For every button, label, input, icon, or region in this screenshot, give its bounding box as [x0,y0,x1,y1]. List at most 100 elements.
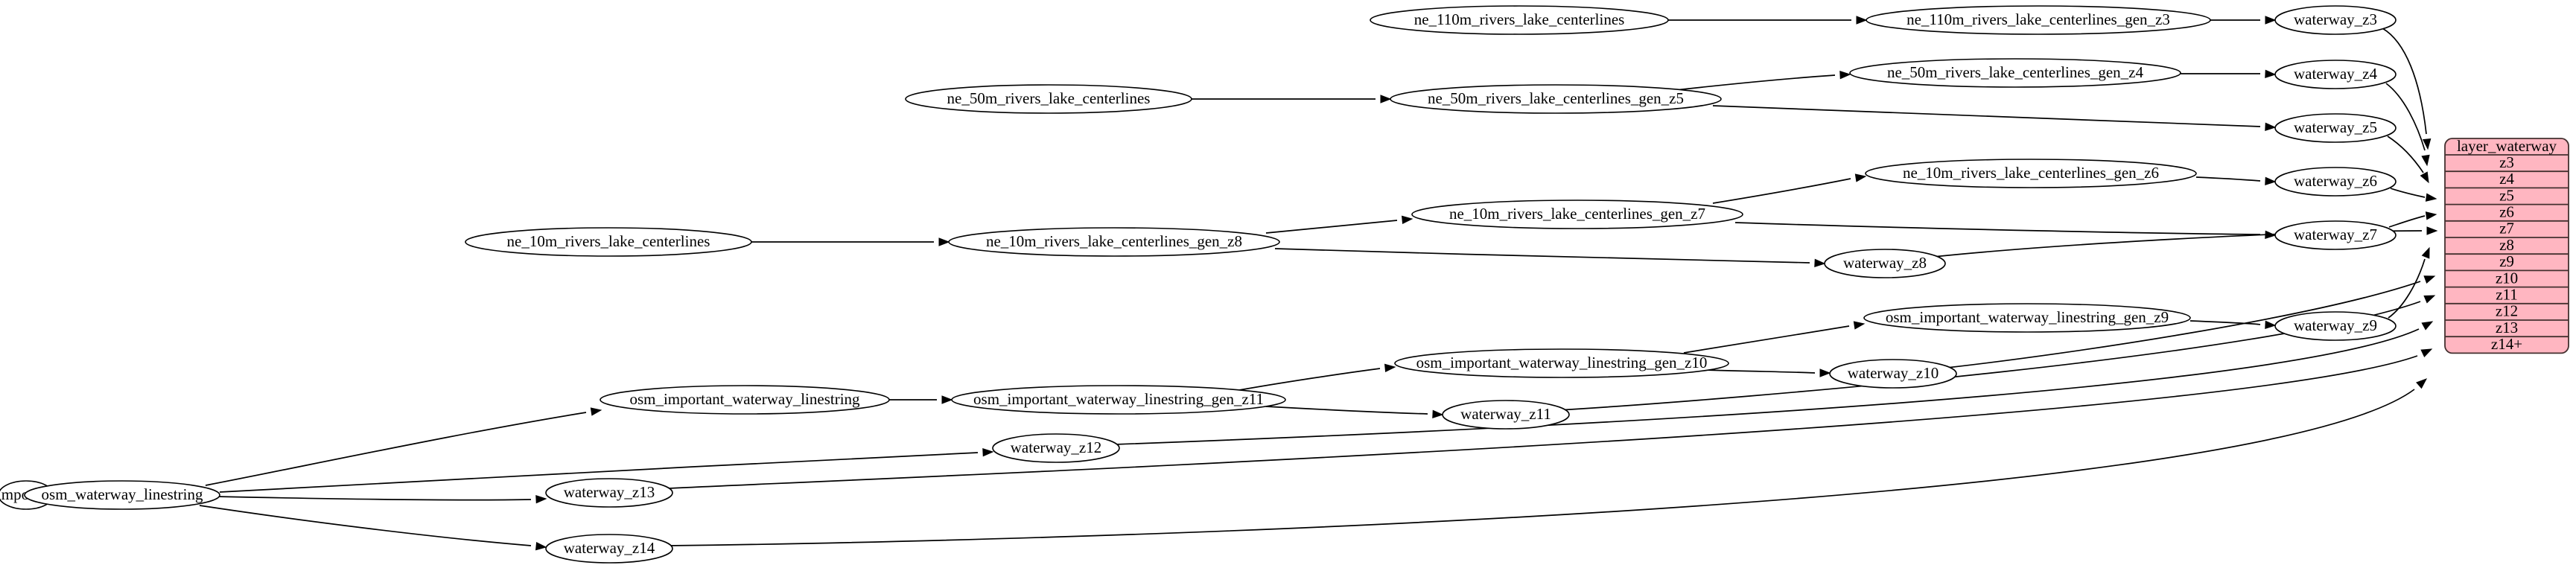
node-label: osm_important_waterway_linestring_gen_z1… [973,390,1264,408]
node-waterway_z3[interactable]: waterway_z3 [2274,5,2397,35]
node-waterway_z9[interactable]: waterway_z9 [2274,311,2397,341]
node-ne50_src[interactable]: ne_50m_rivers_lake_centerlines [905,84,1192,114]
edge-line [205,412,587,486]
node-ne110_src[interactable]: ne_110m_rivers_lake_centerlines [1370,5,1669,35]
edge-waterway_z4-to-row_z4 [2385,83,2430,167]
edge-arrowhead [2265,320,2277,330]
edge-arrowhead [535,494,547,504]
edge-line [1734,222,2261,235]
node-osm_wl[interactable]: osm_waterway_linestring [24,480,220,510]
node-waterway_z5[interactable]: waterway_z5 [2274,113,2397,143]
edge-arrowhead [1401,215,1413,225]
edge-osm_iwl_z10-to-osm_iwl_z9 [1683,321,1866,354]
node-waterway_z7[interactable]: waterway_z7 [2274,220,2397,250]
edge-arrowhead [2416,378,2428,389]
node-waterway_z4[interactable]: waterway_z4 [2274,60,2397,89]
record-row-z4[interactable]: z4 [2499,170,2514,188]
record-row-z3[interactable]: z3 [2499,153,2514,171]
node-label: ne_110m_rivers_lake_centerlines_gen_z3 [1906,10,2170,28]
edge-ne50_z4-to-waterway_z4 [2181,69,2277,79]
node-ne50_z5[interactable]: ne_50m_rivers_lake_centerlines_gen_z5 [1390,84,1722,114]
edge-arrowhead [535,541,547,551]
node-ellipse [2274,167,2397,197]
edge-line [219,452,979,493]
edge-waterway_z12-to-row_z12 [1114,321,2434,445]
node-waterway_z14[interactable]: waterway_z14 [545,534,673,564]
edge-waterway_z14-to-row_z14 [667,378,2428,546]
edge-arrowhead [1839,70,1851,80]
node-osm_iwl_z11[interactable]: osm_important_waterway_linestring_gen_z1… [951,385,1286,415]
edge-line [2388,258,2426,319]
record-row-z8[interactable]: z8 [2499,236,2514,254]
record-row-z11[interactable]: z11 [2496,286,2518,304]
edge-line [215,496,532,501]
node-waterway_z13[interactable]: waterway_z13 [545,478,673,508]
node-label: osm_waterway_linestring [42,485,203,503]
edge-line [1675,74,1836,91]
node-label: ne_50m_rivers_lake_centerlines_gen_z4 [1887,63,2144,81]
node-label: waterway_z10 [1848,364,1939,382]
edge-ne50_src-to-ne50_z5 [1192,95,1392,103]
node-ellipse [24,480,220,510]
node-osm_iwl_z10[interactable]: osm_important_waterway_linestring_gen_z1… [1394,348,1729,378]
edge-arrowhead [2265,69,2277,79]
record-row-z12[interactable]: z12 [2496,302,2518,320]
node-waterway_z11[interactable]: waterway_z11 [1442,400,1570,430]
edge-ne10_z8-to-waterway_z8 [1274,248,1826,268]
edge-arrowhead [1380,95,1392,103]
node-waterway_z10[interactable]: waterway_z10 [1829,359,1957,389]
node-ne10_src[interactable]: ne_10m_rivers_lake_centerlines [465,227,752,257]
node-ne110_z3[interactable]: ne_110m_rivers_lake_centerlines_gen_z3 [1866,5,2211,35]
node-ellipse [2274,5,2397,35]
edge-line [1238,368,1381,391]
record-row-z7[interactable]: z7 [2499,220,2514,237]
node-label: ne_10m_rivers_lake_centerlines_gen_z8 [986,232,1242,250]
node-ellipse [1390,84,1722,114]
record-row-z14+[interactable]: z14+ [2491,335,2522,353]
node-ellipse [600,385,890,415]
record-row-z6[interactable]: z6 [2499,203,2514,221]
edge-ne50_z5-to-ne50_z4 [1675,70,1851,91]
node-waterway_z6[interactable]: waterway_z6 [2274,167,2397,197]
edge-arrowhead [1432,409,1444,419]
record-row-z9[interactable]: z9 [2499,252,2514,270]
node-label: ne_50m_rivers_lake_centerlines_gen_z5 [1428,89,1684,107]
edge-arrowhead [1856,16,1868,25]
node-osm_iwl[interactable]: osm_important_waterway_linestring [600,385,890,415]
edge-arrowhead [941,395,953,404]
edge-osm_iwl_z9-to-waterway_z9 [2189,320,2277,330]
layer-waterway-record-table[interactable]: layer_waterwayz3z4z5z6z7z8z9z10z11z12z13… [2444,137,2569,354]
edge-line [1683,325,1850,354]
node-ne50_z4[interactable]: ne_50m_rivers_lake_centerlines_gen_z4 [1849,58,2181,88]
node-ne10_z7[interactable]: ne_10m_rivers_lake_centerlines_gen_z7 [1411,200,1743,229]
edge-arrowhead [2265,122,2277,132]
node-ne10_z8[interactable]: ne_10m_rivers_lake_centerlines_gen_z8 [948,227,1280,257]
node-osm_iwl_z9[interactable]: osm_important_waterway_linestring_gen_z9 [1863,303,2191,333]
node-ellipse [1411,200,1743,229]
record-row-z10[interactable]: z10 [2496,269,2518,287]
record-row-z13[interactable]: z13 [2496,319,2518,336]
edge-line [2387,135,2424,173]
edge-arrowhead [1819,368,1831,377]
edge-arrowhead [2421,154,2430,167]
edge-osm_iwl_z11-to-osm_iwl_z10 [1238,363,1396,391]
node-ne10_z6[interactable]: ne_10m_rivers_lake_centerlines_gen_z6 [1865,159,2197,188]
edge-line [2189,320,2261,325]
node-waterway_z12[interactable]: waterway_z12 [992,433,1120,463]
node-ellipse [1849,58,2181,88]
edge-line [2195,176,2261,182]
edge-ne110_src-to-ne110_z3 [1668,16,1868,25]
node-ellipse [905,84,1192,114]
edge-arrowhead [2425,193,2437,202]
node-ellipse [2274,311,2397,341]
edge-ne10_z7-to-ne10_z6 [1712,173,1867,204]
node-label: ne_110m_rivers_lake_centerlines [1414,10,1625,28]
nodes-layer: imposm3osm_waterway_linestringne_110m_ri… [0,5,2397,564]
node-waterway_z8[interactable]: waterway_z8 [1824,249,1946,278]
edge-arrowhead [2425,211,2437,220]
record-row-z5[interactable]: z5 [2499,186,2514,204]
edge-waterway_z6-to-row_z6 [2390,188,2437,202]
edge-osm_wl-to-waterway_z12 [219,447,994,493]
edge-line [2390,188,2426,198]
